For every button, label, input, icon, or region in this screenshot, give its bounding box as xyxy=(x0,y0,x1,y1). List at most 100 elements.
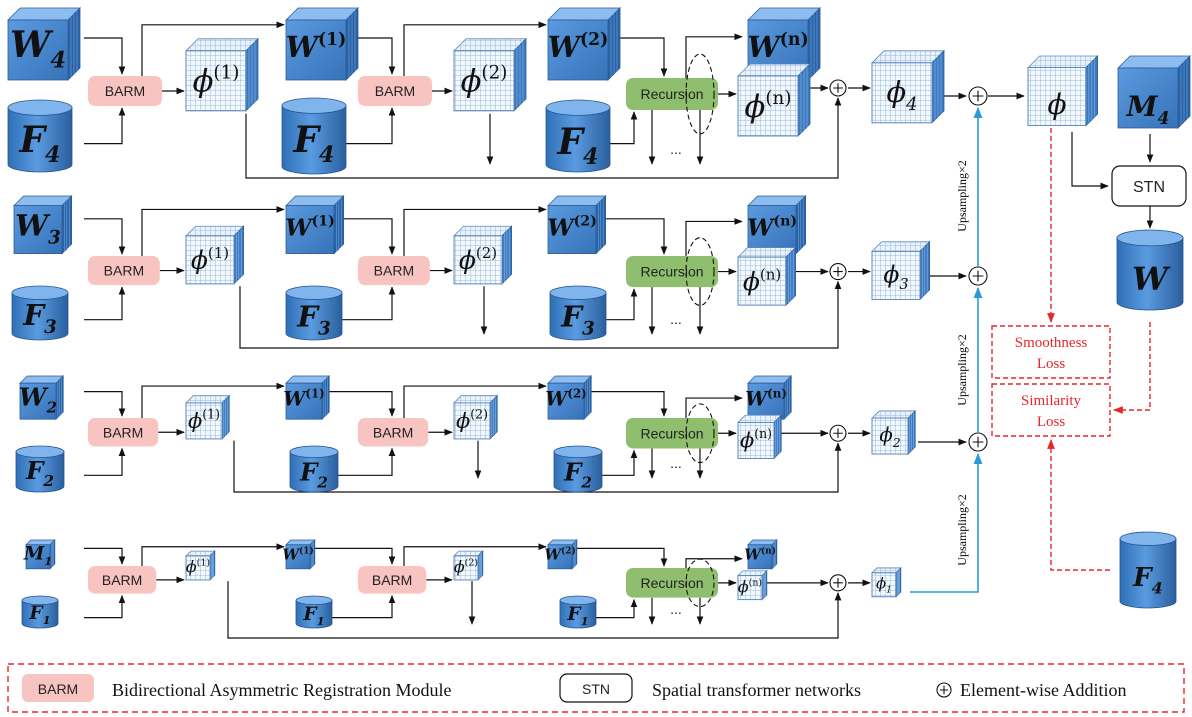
scale1-fixed-2-label: F1 xyxy=(302,604,324,628)
similarity-loss-box xyxy=(991,383,1111,437)
scale4-moving-label: W4 xyxy=(10,24,66,73)
connector-line xyxy=(239,280,842,349)
connector-line xyxy=(141,206,285,256)
scale4-fixed-2-label: F4 xyxy=(292,119,334,168)
scale3-field-n-grid-cube xyxy=(737,246,797,307)
connector-line xyxy=(84,391,126,417)
scale4-fused-field-label: ϕ4 xyxy=(887,75,918,115)
scale4-field-2-label: ϕ(2) xyxy=(461,63,508,100)
scale4-fixed-3-label: F4 xyxy=(556,121,598,170)
upsampling-label-2: Upsampling×2 xyxy=(955,334,969,405)
scale1-field-2-label: ϕ(2) xyxy=(454,557,478,576)
scale2-barm-1-label: BARM xyxy=(103,424,143,440)
upsampling-label-3: Upsampling×2 xyxy=(955,160,969,231)
scale2-warped-1-cube xyxy=(285,375,331,421)
connector-line xyxy=(343,218,396,255)
legend-add-description: Element-wise Addition xyxy=(960,680,1126,700)
scale3-warped-n-cube xyxy=(747,195,807,255)
connector-line xyxy=(338,447,396,476)
scale2-warped-n-label: W(n) xyxy=(745,386,787,410)
similarity-loss-subtitle: Loss xyxy=(1037,414,1066,430)
scale2-warped-2-label: W(2) xyxy=(545,386,586,410)
connector-line xyxy=(1071,132,1109,190)
scale2-recursion-loop xyxy=(685,403,715,464)
moving-volume-m4-cube xyxy=(1117,55,1191,129)
scale2-barm-2: BARM xyxy=(358,418,429,447)
scale3-warped-2-cube xyxy=(547,195,607,255)
scale1-fixed-label: F1 xyxy=(28,603,50,627)
fixed-image-f4-cylinder xyxy=(1119,531,1177,609)
final-field-label: ϕ xyxy=(1047,88,1066,121)
connector-line xyxy=(346,107,396,145)
connector-line xyxy=(84,218,126,255)
connector-line xyxy=(141,382,285,418)
scale3-fixed-2-label: F3 xyxy=(296,299,331,340)
scale4-field-1-label: ϕ(1) xyxy=(193,63,240,100)
connector-line xyxy=(233,440,842,493)
upsample-sum-node-2 xyxy=(968,266,988,286)
scale4-warped-1-label: W(1) xyxy=(286,30,347,64)
warped-w-label: W xyxy=(1132,260,1171,298)
scale2-field-2-grid-cube xyxy=(453,394,499,440)
moving-m4-label: M4 xyxy=(1125,90,1169,129)
connector-line xyxy=(602,449,638,476)
connector-line xyxy=(84,594,126,619)
connector-line xyxy=(329,391,396,417)
scale1-moving-label: M1 xyxy=(23,544,53,568)
scale3-recursion-module-label: Recursion xyxy=(640,264,703,280)
scale2-recursion-module-label: Recursion xyxy=(640,425,703,441)
scale2-barm-1: BARM xyxy=(88,418,159,447)
scale4-field-n-grid-cube xyxy=(737,63,811,137)
connector-line xyxy=(605,218,668,255)
scale4-fixed-label: F4 xyxy=(18,119,60,168)
scale4-warped-2-cube xyxy=(547,7,621,81)
scale3-field-1-label: ϕ(1) xyxy=(191,244,229,274)
scale2-field-2-label: ϕ(2) xyxy=(456,407,488,433)
connector-line xyxy=(332,594,396,619)
scale1-warped-n-label: W(n) xyxy=(744,545,776,563)
scale1-barm-1-label: BARM xyxy=(102,572,142,588)
upsample-line-1 xyxy=(910,452,983,593)
scale1-warped-2-cube xyxy=(547,539,578,570)
scale1-moving-volume-cube xyxy=(25,539,56,570)
scale2-fused-field-grid-cube xyxy=(871,409,917,456)
scale1-warped-2-label: W(2) xyxy=(544,545,575,563)
scale3-moving-volume-cube xyxy=(13,195,73,255)
legend-stn-description: Spatial transformer networks xyxy=(652,680,861,700)
scale1-recursion-loop xyxy=(685,558,715,608)
scale2-sum-node xyxy=(829,424,847,442)
fixed-f4-label: F4 xyxy=(1132,563,1163,597)
legend-border xyxy=(7,663,1185,713)
scale3-barm-1-label: BARM xyxy=(104,263,144,279)
legend-barm-description: Bidirectional Asymmetric Registration Mo… xyxy=(112,680,451,700)
stn-module: STN xyxy=(1111,165,1187,207)
scale4-barm-1: BARM xyxy=(88,76,162,106)
scale4-field-2-grid-cube xyxy=(453,37,527,112)
upsample-sum-node-1 xyxy=(968,86,988,106)
scale4-warped-2-label: W(2) xyxy=(548,30,609,64)
scale2-warped-n-cube xyxy=(747,375,793,421)
scale1-fused-field-label: ϕ1 xyxy=(876,574,892,595)
scale4-warped-n-label: W(n) xyxy=(747,30,808,64)
scale3-field-1-grid-cube xyxy=(185,225,245,285)
scale3-warped-2-label: W(2) xyxy=(547,213,597,241)
scale3-fixed-image-cylinder xyxy=(11,285,69,341)
connector-line xyxy=(227,581,842,639)
upsampling-label-1: Upsampling×2 xyxy=(955,494,969,565)
scale3-moving-label: W3 xyxy=(15,207,61,248)
scale3-field-2-grid-cube xyxy=(453,225,513,285)
scale4-barm-2-label: BARM xyxy=(375,83,415,99)
scale3-barm-2: BARM xyxy=(358,256,430,286)
scale3-recursion-module: Recursion xyxy=(626,256,718,288)
final-field-grid-cube xyxy=(1027,55,1099,127)
connector-line xyxy=(314,547,396,565)
scale4-fixed-image-cylinder xyxy=(7,99,73,173)
scale1-field-1-grid-cube xyxy=(185,550,216,581)
connector-line xyxy=(84,107,126,145)
scale1-warped-1-cube xyxy=(285,539,316,570)
scale2-fixed-image-3-cylinder xyxy=(553,445,603,493)
legend-circled-plus-icon xyxy=(936,682,952,698)
connector-line xyxy=(606,288,638,321)
